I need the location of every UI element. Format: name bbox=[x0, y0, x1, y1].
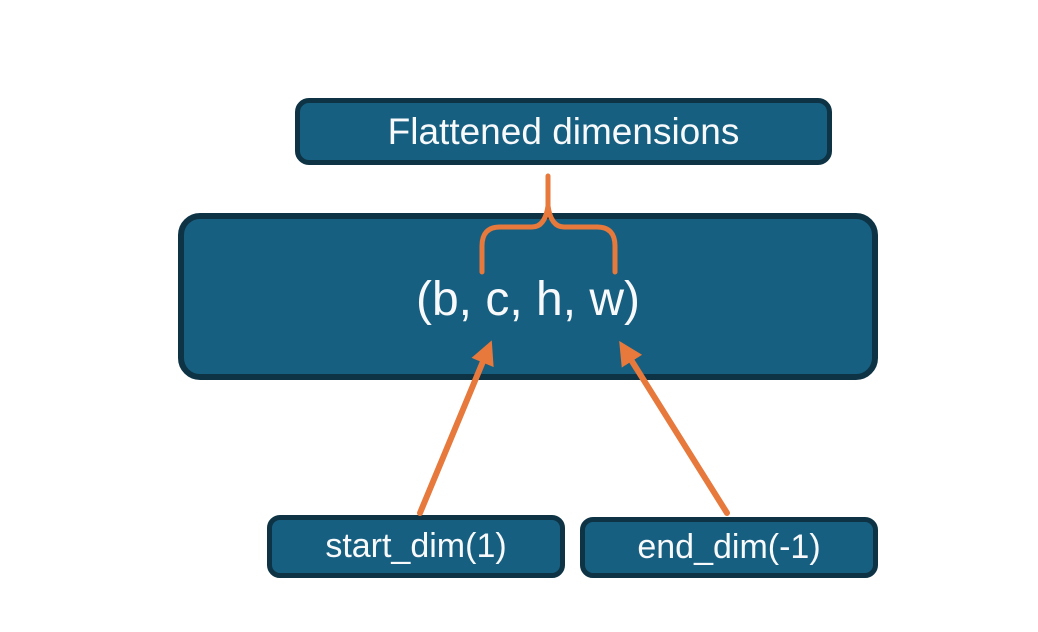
start-dim-box: start_dim(1) bbox=[267, 515, 565, 578]
tensor-shape-box: (b, c, h, w) bbox=[178, 213, 878, 380]
tensor-shape-label: (b, c, h, w) bbox=[415, 273, 641, 326]
flattened-dimensions-box: Flattened dimensions bbox=[295, 98, 832, 165]
end-dim-label: end_dim(-1) bbox=[637, 528, 821, 566]
flattened-dimensions-label: Flattened dimensions bbox=[387, 110, 740, 152]
start-dim-label: start_dim(1) bbox=[325, 527, 507, 565]
end-dim-box: end_dim(-1) bbox=[580, 517, 878, 578]
